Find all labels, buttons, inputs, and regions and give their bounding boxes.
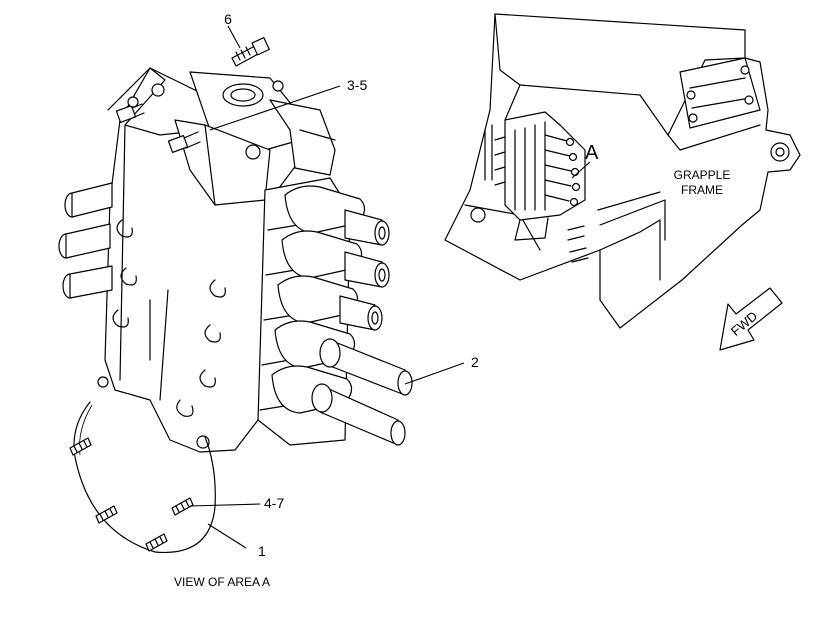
callout-6: 6 bbox=[224, 11, 232, 27]
plate-slots bbox=[112, 219, 226, 417]
stud-icon bbox=[95, 505, 118, 524]
stud-icon bbox=[145, 533, 168, 552]
fwd-arrow-icon: FWD bbox=[719, 287, 783, 351]
callout-4-7: 4-7 bbox=[264, 495, 284, 511]
bolt-6-icon bbox=[231, 37, 270, 67]
right-solenoids bbox=[311, 209, 413, 446]
bolt-icon bbox=[167, 131, 201, 153]
stud-icon bbox=[69, 437, 92, 456]
leader-lines bbox=[189, 25, 465, 549]
view-of-area-label: VIEW OF AREA A bbox=[174, 575, 270, 589]
stud-icon bbox=[171, 497, 194, 516]
left-solenoids bbox=[58, 182, 113, 299]
grapple-frame-label-line1: GRAPPLE bbox=[674, 168, 731, 182]
valve-bank-location bbox=[494, 111, 586, 241]
callout-3-5: 3-5 bbox=[347, 77, 367, 93]
grapple-frame-view bbox=[444, 13, 801, 329]
grapple-frame-label-line2: FRAME bbox=[681, 183, 723, 197]
valve-assembly bbox=[58, 37, 413, 554]
callout-1: 1 bbox=[258, 543, 266, 559]
area-a-label: A bbox=[585, 142, 599, 164]
callout-2: 2 bbox=[471, 354, 479, 370]
